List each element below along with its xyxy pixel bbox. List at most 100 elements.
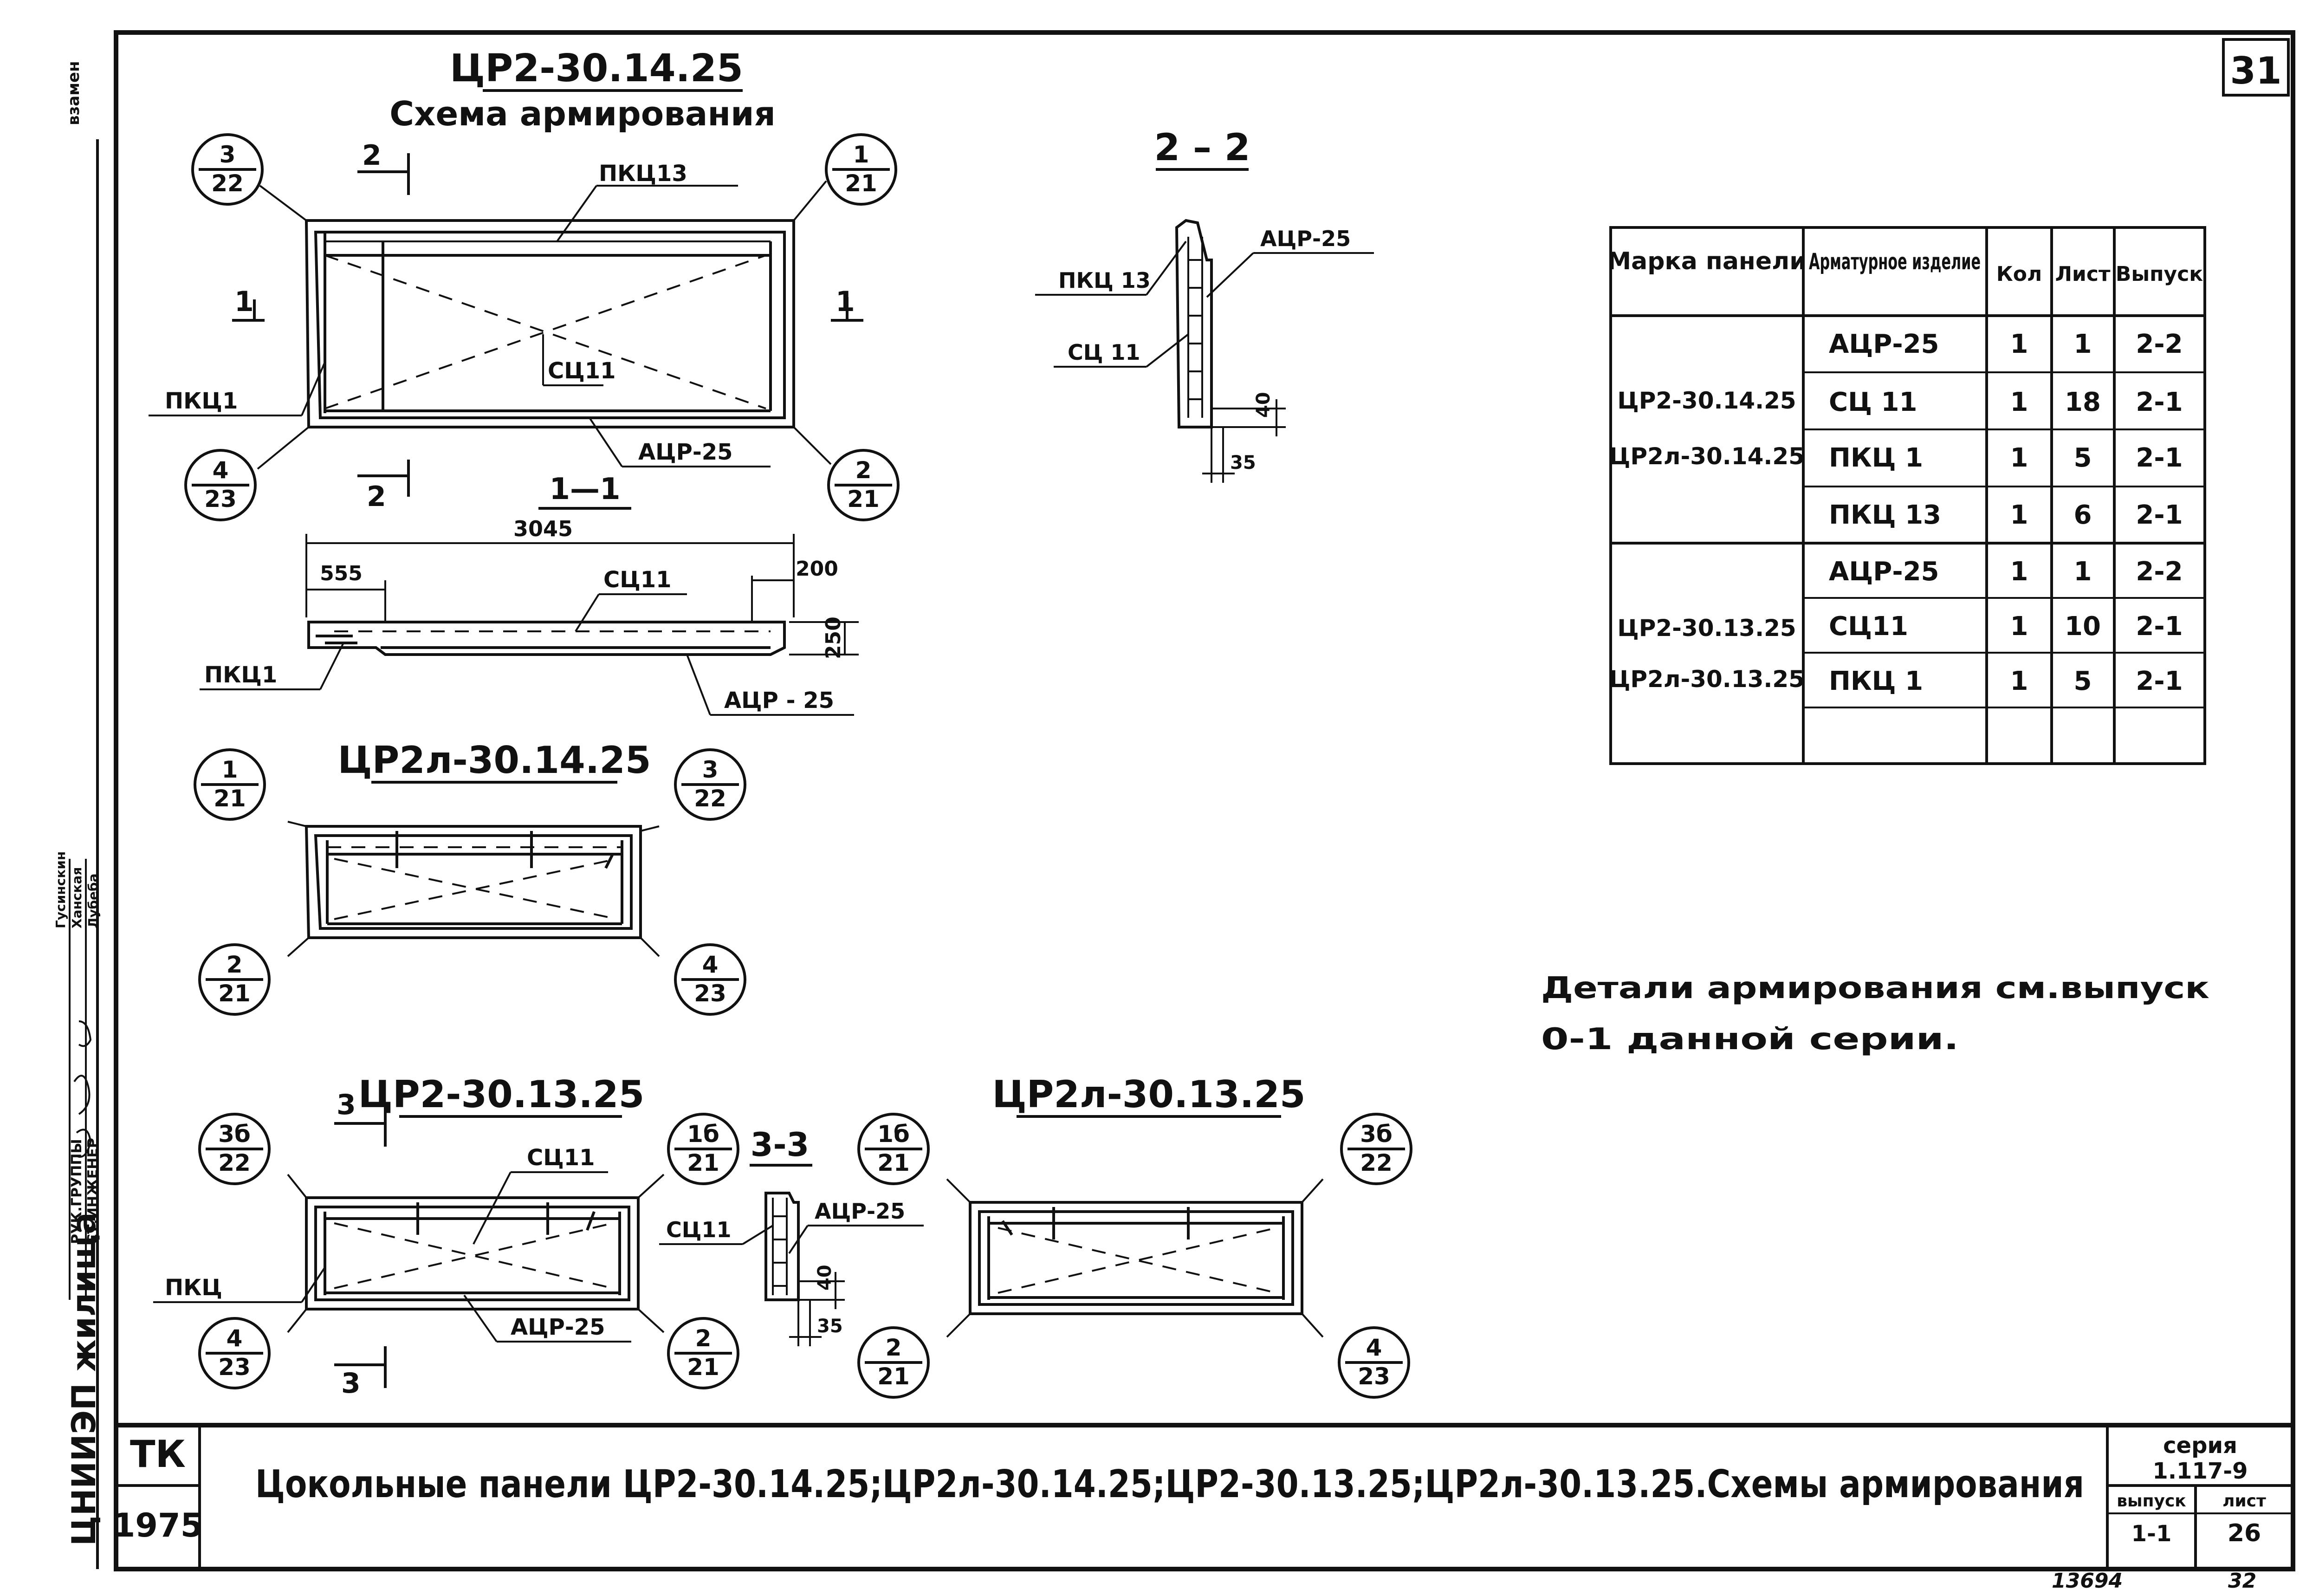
l13-callout-tr-den: 22: [1360, 1149, 1393, 1176]
cut-2-top: 2: [362, 139, 382, 172]
table-g1-r1-qty: 1: [2010, 329, 2028, 359]
l13-callout-tl-den: 21: [877, 1149, 910, 1176]
issue-value: 1-1: [2131, 1521, 2172, 1547]
table-header-item: Арматурное изделие: [1809, 249, 1981, 275]
l13-callout-bl-num: 2: [886, 1334, 902, 1361]
table-header-issue: Выпуск: [2116, 262, 2203, 286]
l13-callout-bl-den: 21: [877, 1363, 910, 1390]
sec22-sc11: СЦ 11: [1068, 340, 1140, 365]
table-g2-r3-item: ПКЦ 1: [1829, 666, 1923, 696]
p13-callout-tr-num: 1б: [687, 1121, 719, 1148]
dim-total: 3045: [513, 516, 573, 541]
l14-callout-tl-den: 21: [214, 785, 246, 812]
table-g1-r4-sheet: 6: [2074, 500, 2092, 530]
table-g2-r3-qty: 1: [2010, 666, 2028, 696]
table-g2-r1-qty: 1: [2010, 557, 2028, 587]
l14-callout-br-num: 4: [702, 951, 719, 978]
l14-callout-br-den: 23: [694, 980, 726, 1007]
table-g2-r1-issue: 2-2: [2136, 557, 2183, 587]
sheet-number: 31: [2230, 49, 2281, 92]
top-panel-title: ЦР2-30.14.25: [450, 46, 743, 91]
table-g2-r1-sheet: 1: [2074, 557, 2092, 587]
table-g2-r1-item: АЦР-25: [1829, 557, 1939, 587]
sec22-acr: АЦР-25: [1260, 226, 1351, 251]
callout-tl-num: 3: [220, 141, 236, 168]
sheet-number-box: [2222, 38, 2290, 97]
org-logo: ЦНИИЭП жилища: [65, 1212, 103, 1546]
sec11-acr: АЦР - 25: [724, 688, 834, 714]
p13-sc11: СЦ11: [527, 1145, 595, 1171]
label-pkc1: ПКЦ1: [165, 388, 238, 414]
sec22-dim35: 35: [1230, 452, 1256, 474]
l14-callout-bl-num: 2: [227, 951, 243, 978]
section-1-1-drawing: 3045 555 200 250 СЦ11 ПКЦ1 АЦР - 25: [200, 516, 859, 716]
section-1-1-label: 1—1: [549, 472, 620, 506]
table-g1-r2-item: СЦ 11: [1829, 387, 1917, 417]
sec22-dim40: 40: [1253, 392, 1274, 418]
l13-callout-br-num: 4: [1366, 1334, 1382, 1361]
panel-13-drawing: ЦР2-30.13.25 3 3 СЦ11 ПКЦ АЦР-25 3б 22: [153, 1073, 738, 1400]
note-line-1: Детали армирования см.выпуск: [1541, 971, 2209, 1006]
sec11-pkc1: ПКЦ1: [204, 662, 277, 688]
table-g1-mark-1: ЦР2-30.14.25: [1617, 387, 1796, 414]
top-panel-drawing: ЦР2-30.14.25 Схема армирования 1 1 2 2 П…: [149, 46, 898, 520]
tk-label: ТК: [130, 1433, 186, 1476]
cut-2-bottom: 2: [367, 480, 386, 513]
signature-marks: [73, 1020, 92, 1158]
l13-callout-tl-num: 1б: [877, 1121, 910, 1148]
year-label: 1975: [113, 1506, 203, 1544]
table-g2-r2-item: СЦ11: [1829, 611, 1908, 642]
dim-right: 200: [796, 557, 838, 581]
note-line-2: 0-1 данной серии.: [1541, 1022, 1959, 1057]
panel-13-title: ЦР2-30.13.25: [358, 1073, 644, 1116]
label-sc11: СЦ11: [548, 358, 616, 384]
p13-pkc: ПКЦ: [165, 1275, 222, 1301]
sheet-title: Цокольные панели ЦР2-30.14.25;ЦР2л-30.14…: [255, 1462, 2084, 1506]
table-header-sheet: Лист: [2055, 262, 2111, 286]
callout-tl-den: 22: [211, 170, 244, 197]
name-2: Ханская: [69, 867, 84, 928]
table-header-mark: Марка панели: [1607, 247, 1806, 275]
name-3: Лубеба: [85, 874, 101, 929]
s33-sc11: СЦ11: [666, 1217, 731, 1242]
cut-1-right: 1: [836, 285, 855, 318]
table-g1-r3-qty: 1: [2010, 443, 2028, 473]
issue-label: выпуск: [2117, 1492, 2186, 1511]
table-g2-r2-sheet: 10: [2065, 611, 2101, 642]
l14-callout-bl-den: 21: [218, 980, 251, 1007]
replace-label: взамен: [65, 61, 83, 125]
table-g1-r4-qty: 1: [2010, 500, 2028, 530]
table-g1-r1-sheet: 1: [2074, 329, 2092, 359]
table-g1-r3-item: ПКЦ 1: [1829, 443, 1923, 473]
label-acr: АЦР-25: [638, 439, 733, 465]
table-header-qty: Кол: [1996, 262, 2042, 286]
rebar-table: Марка панели Арматурное изделие Кол Лист…: [1607, 226, 2206, 765]
l13-callout-br-den: 23: [1358, 1363, 1390, 1390]
section-3-3-drawing: 3-3 СЦ11 АЦР-25 40 35: [659, 1126, 924, 1346]
l14-callout-tl-num: 1: [222, 756, 238, 783]
section-2-2-title: 2 – 2: [1154, 126, 1250, 169]
panel-l-13-drawing: ЦР2л-30.13.25 1б 21 3б 22 2 21 4 23: [859, 1073, 1411, 1397]
p13-callout-tl-num: 3б: [218, 1121, 251, 1148]
dim-left: 555: [320, 562, 363, 585]
table-g2-r2-qty: 1: [2010, 611, 2028, 642]
series-label: серия: [2163, 1433, 2237, 1459]
table-g2-mark-2: ЦР2л-30.13.25: [1609, 666, 1805, 693]
page-number: 32: [2228, 1569, 2256, 1593]
table-g1-r3-sheet: 5: [2074, 443, 2092, 473]
panel-l-14-drawing: ЦР2л-30.14.25 1 21 3 22 2 21 4 23: [195, 739, 745, 1014]
sec22-pkc13: ПКЦ 13: [1058, 268, 1151, 293]
callout-bl-den: 23: [204, 486, 237, 513]
s33-dim35: 35: [817, 1316, 843, 1337]
role-2: СТ.ИНЖЕНЕР: [85, 1138, 101, 1244]
p13-callout-br-num: 2: [695, 1325, 712, 1352]
dim-height: 250: [822, 616, 845, 659]
table-g1-r4-item: ПКЦ 13: [1829, 500, 1941, 530]
table-g2-r2-issue: 2-1: [2136, 611, 2183, 642]
panel-l-13-title: ЦР2л-30.13.25: [992, 1073, 1305, 1116]
archive-number: 13694: [2052, 1569, 2123, 1593]
table-g1-mark-2: ЦР2л-30.14.25: [1609, 443, 1805, 470]
panel-l-14-title: ЦР2л-30.14.25: [337, 739, 651, 782]
cut-3-top: 3: [337, 1089, 356, 1121]
callout-bl-num: 4: [213, 457, 229, 484]
